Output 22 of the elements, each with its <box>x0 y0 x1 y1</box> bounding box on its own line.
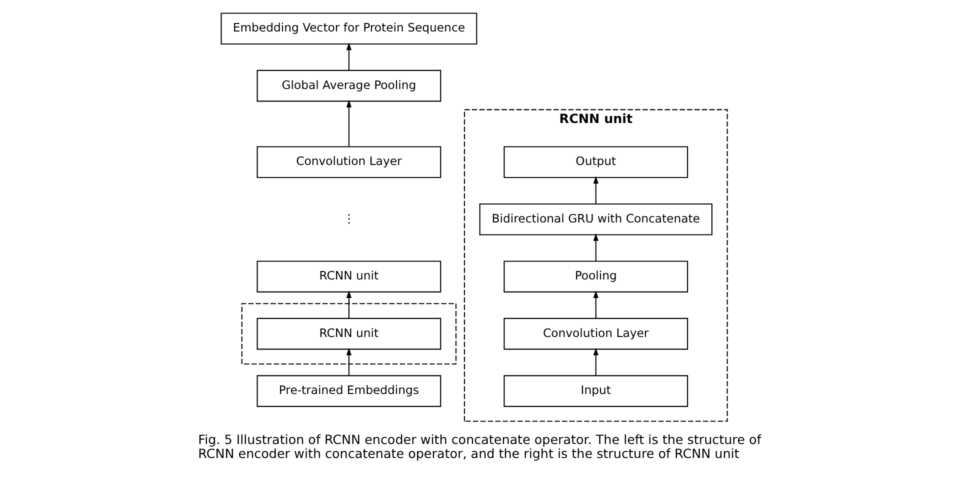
node-box: Output <box>503 146 688 178</box>
arrow <box>346 99 352 146</box>
arrow <box>592 347 598 375</box>
node-box: Convolution Layer <box>503 317 688 350</box>
node-box: Input <box>503 374 688 406</box>
node-box: RCNN unit <box>256 317 441 350</box>
node-box: Embedding Vector for Protein Sequence <box>220 12 477 44</box>
arrow <box>346 290 352 318</box>
node-box: Bidirectional GRU with Concatenate <box>478 202 712 235</box>
node-box: Global Average Pooling <box>256 69 441 102</box>
arrow <box>592 290 598 318</box>
arrow <box>592 232 598 261</box>
arrow <box>592 176 598 204</box>
cluster <box>240 302 456 364</box>
node-box: Pooling <box>503 260 688 292</box>
caption: Fig. 5 Illustration of RCNN encoder with concatenate operator. The left is the structure of RCNN encoder with concatenate operator, and the right is the structure of RCNN unit <box>198 432 761 460</box>
node-box: Pre-trained Embeddings <box>256 374 441 406</box>
arrow <box>346 42 352 70</box>
label: ⋮ <box>342 210 354 225</box>
node-box: RCNN unit <box>256 260 441 292</box>
arrow <box>346 347 352 375</box>
node-box: Convolution Layer <box>256 146 441 178</box>
